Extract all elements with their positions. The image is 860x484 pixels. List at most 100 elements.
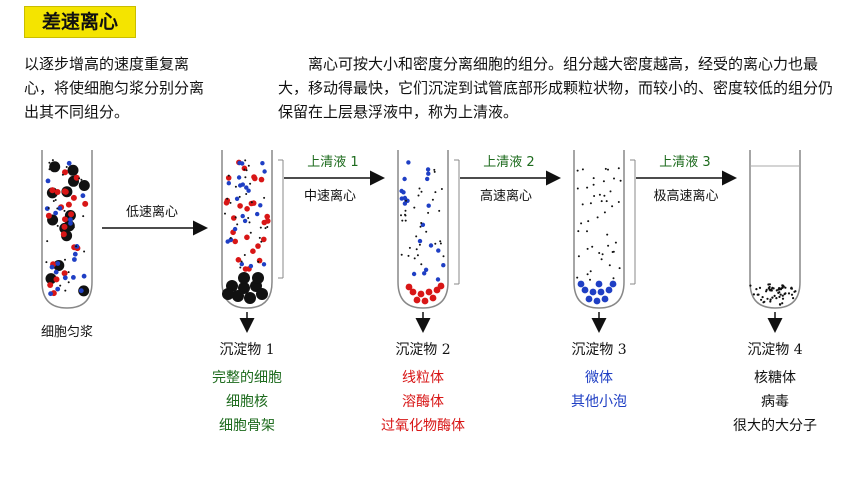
microsome-particle [57,205,63,211]
microsome-particle [62,275,68,281]
mitochondria-particle [237,203,243,209]
small-particle [82,215,85,218]
pellet-1-item: 细胞核 [226,394,268,410]
mitochondria-particle [261,236,267,243]
small-particle [56,207,59,210]
small-particle [600,200,603,203]
small-particle [404,213,406,216]
small-particle [425,230,428,233]
mitochondria-particle [248,200,255,207]
pellet-particle [417,290,425,298]
pellet-particle [778,288,781,291]
step-4-supernatant: 上清液 3 [659,155,710,170]
small-particle [404,209,407,212]
page-title: 差速离心 [24,6,136,38]
small-particle [415,248,418,251]
mitochondria-particle [225,175,232,181]
small-particle [440,188,443,190]
pellet-particle [787,292,791,295]
microsome-particle [411,271,417,277]
microsome-particle [405,198,410,203]
pellet-particle [775,297,778,300]
pellet-particle [768,285,771,289]
pellet-particle [781,286,784,289]
pellet-particle [768,288,771,291]
small-particle [405,199,407,202]
small-particle [617,201,620,203]
tube-3 [573,150,636,309]
small-particle [592,183,595,186]
microsome-particle [72,257,77,262]
pellet-particle [601,295,609,303]
small-particle [596,216,599,219]
small-particle [416,254,419,257]
small-particle [56,224,59,227]
small-particle [577,230,580,233]
small-particle [586,273,589,276]
small-particle [249,182,252,185]
pellet-particle [779,303,782,306]
microsome-particle [81,273,87,279]
small-particle [592,177,595,180]
small-particle [577,255,580,258]
pellet-particle [769,298,772,301]
pellet-particle [793,290,796,293]
mitochondria-particle [53,276,60,283]
microsome-particle [261,262,267,267]
small-particle [247,217,250,219]
pellet-particle [222,288,234,300]
mitochondria-particle [54,189,61,195]
mitochondria-particle [223,200,230,206]
step-4-speed: 极高速离心 [653,188,718,204]
mitochondria-particle [45,212,52,219]
small-particle [229,237,232,239]
mitochondria-particle [62,216,68,223]
small-particle [47,207,50,209]
small-particle [234,216,237,219]
pellet-particle [758,286,762,289]
small-particle [612,250,615,253]
microsome-particle [423,267,429,272]
mitochondria-particle [70,194,77,201]
small-particle [80,178,83,181]
small-particle [244,159,247,162]
small-particle [404,219,407,222]
pellet-1-caption: 沉淀物 1 完整的细胞 细胞核 细胞骨架 [182,338,312,438]
microsome-particle [401,190,406,195]
pellet-particle [749,284,752,287]
small-particle [48,277,51,280]
small-particle [576,276,579,279]
small-particle [576,169,579,172]
small-particle [234,185,237,188]
pellet-2-item: 溶酶体 [402,394,444,410]
small-particle [609,190,612,193]
small-particle [257,260,260,263]
microsome-particle [425,176,430,182]
microsome-particle [258,203,263,208]
mitochondria-particle [62,188,69,195]
small-particle [63,209,66,212]
small-particle [418,243,421,246]
small-particle [266,226,269,228]
small-particle [250,201,253,204]
microsome-particle [226,181,231,186]
microsome-particle [406,160,411,165]
mitochondria-particle [62,169,68,176]
small-particle [64,289,67,292]
pellet-particle [775,289,778,292]
small-particle [83,250,86,253]
mitochondria-particle [244,234,250,241]
step-arrow-4: 上清液 3 极高速离心 [636,155,737,204]
pellet-particle [781,297,785,300]
large-particle [78,285,90,297]
microsome-particle [48,291,53,297]
mitochondria-particle [82,200,89,207]
small-particle [48,168,51,171]
pellet-4-item: 核糖体 [754,370,796,386]
small-particle [67,215,70,218]
mitochondria-particle [232,238,238,245]
small-particle [67,271,70,274]
step-arrow-3: 上清液 2 高速离心 [460,155,561,204]
pellet-particle [765,290,768,293]
tube-homogenate-label: 细胞匀浆 [41,325,93,340]
